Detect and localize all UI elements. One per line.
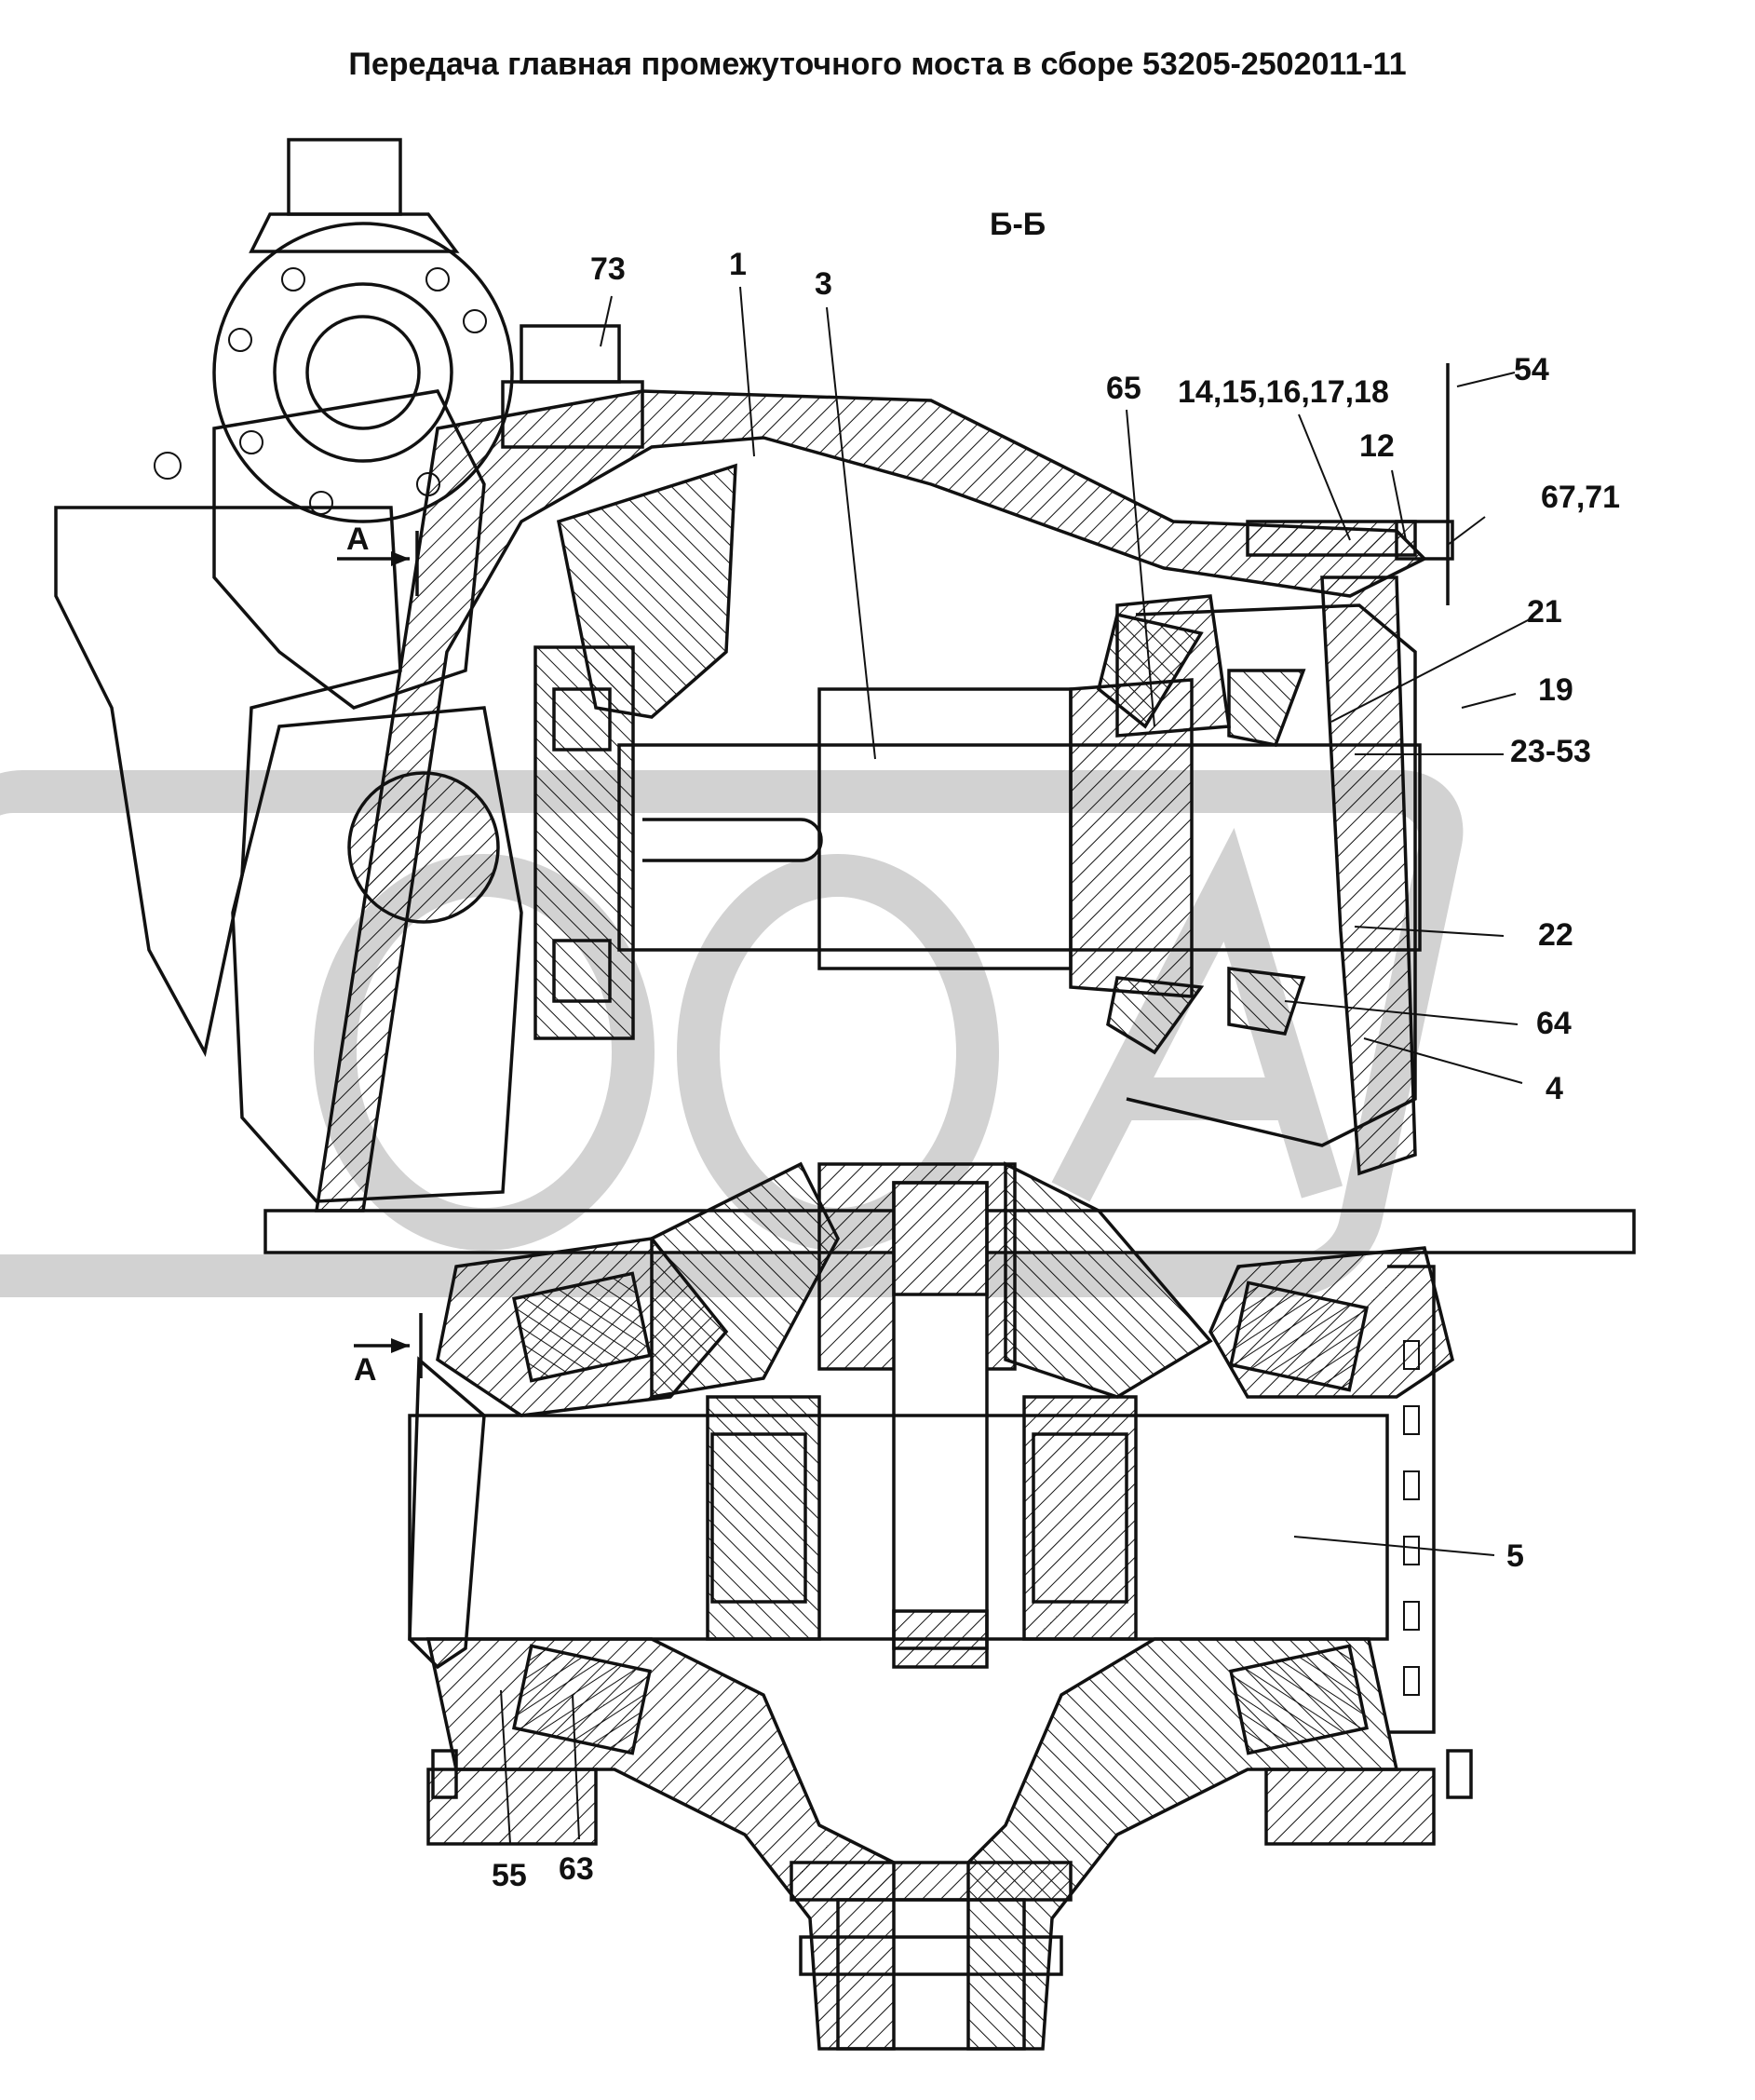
callout-23-53: 23-53 (1510, 734, 1591, 769)
leader-lines (500, 286, 1531, 1845)
differential-assembly (263, 1161, 1636, 2051)
callout-12: 12 (1359, 428, 1395, 464)
callout-19: 19 (1538, 672, 1573, 708)
callout-22: 22 (1538, 917, 1573, 953)
callout-1: 1 (729, 247, 747, 282)
callout-3: 3 (815, 266, 832, 302)
differential-bearings (408, 1271, 1370, 1755)
callout-54: 54 (1514, 352, 1549, 387)
view-marker-a-top: А (346, 522, 370, 557)
diagram-title: Передача главная промежуточного моста в … (348, 47, 1407, 82)
callout-21: 21 (1527, 594, 1562, 630)
view-marker-a-bottom: А (354, 1352, 377, 1388)
callout-55: 55 (492, 1858, 527, 1893)
view-a-markers: А А (337, 522, 423, 1388)
callout-5: 5 (1506, 1538, 1524, 1574)
pinion-rear-bearing (533, 645, 635, 1040)
input-housing-left (54, 138, 523, 1203)
callout-63: 63 (559, 1851, 594, 1887)
callout-67-71: 67,71 (1541, 480, 1620, 515)
ring-gear-teeth (1387, 1265, 1436, 1734)
callout-73: 73 (590, 251, 626, 287)
callout-4: 4 (1546, 1071, 1563, 1106)
callout-14-18: 14,15,16,17,18 (1178, 374, 1389, 410)
section-label: Б-Б (990, 207, 1046, 242)
drive-pinion-shaft (617, 612, 1422, 1055)
callout-64: 64 (1536, 1006, 1572, 1041)
callout-65: 65 (1106, 371, 1141, 406)
callout-labels: 73 1 3 65 14,15,16,17,18 54 12 67,71 21 … (492, 247, 1620, 1893)
pinion-front-bearings (1126, 363, 1454, 1147)
